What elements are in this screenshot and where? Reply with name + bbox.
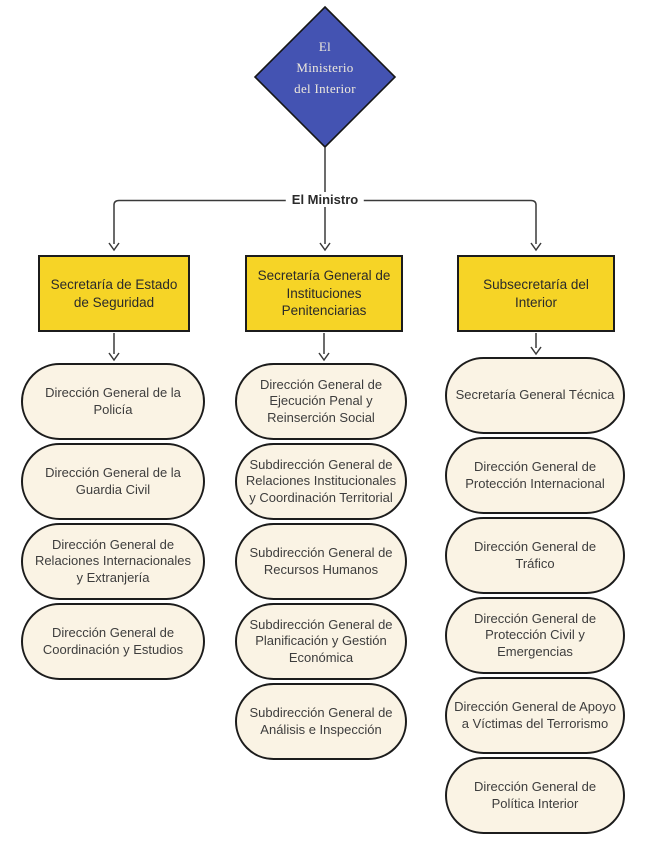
node-apoyo-victimas-terrorismo: Dirección General de Apoyo a Víctimas de… bbox=[445, 677, 625, 754]
arrowhead-left-nodes bbox=[108, 352, 120, 362]
node-policia: Dirección General de la Policía bbox=[21, 363, 205, 440]
node-politica-interior: Dirección General de Política Interior bbox=[445, 757, 625, 834]
node-guardia-civil: Dirección General de la Guardia Civil bbox=[21, 443, 205, 520]
node-relaciones-internacionales: Dirección General de Relaciones Internac… bbox=[21, 523, 205, 600]
node-secretaria-general-tecnica: Secretaría General Técnica bbox=[445, 357, 625, 434]
arrowhead-right-nodes bbox=[530, 346, 542, 356]
branch-box-estado-seguridad: Secretaría de Estado de Seguridad bbox=[38, 255, 190, 332]
node-proteccion-civil-emergencias: Dirección General de Protección Civil y … bbox=[445, 597, 625, 674]
column-estado-seguridad: Dirección General de la Policía Direcció… bbox=[21, 363, 205, 680]
root-node-label: El Ministerio del Interior bbox=[255, 36, 395, 99]
node-relaciones-institucionales: Subdirección General de Relaciones Insti… bbox=[235, 443, 407, 520]
node-coordinacion-estudios: Dirección General de Coordinación y Estu… bbox=[21, 603, 205, 680]
arrowhead-left-branch bbox=[108, 242, 120, 252]
node-recursos-humanos: Subdirección General de Recursos Humanos bbox=[235, 523, 407, 600]
node-trafico: Dirección General de Tráfico bbox=[445, 517, 625, 594]
branch-box-subsecretaria-interior: Subsecretaría del Interior bbox=[457, 255, 615, 332]
minister-label: El Ministro bbox=[285, 192, 365, 207]
branch-box-instituciones-penitenciarias: Secretaría General de Instituciones Peni… bbox=[245, 255, 403, 332]
node-analisis-inspeccion: Subdirección General de Análisis e Inspe… bbox=[235, 683, 407, 760]
arrowhead-middle-nodes bbox=[318, 352, 330, 362]
column-subsecretaria-interior: Secretaría General Técnica Dirección Gen… bbox=[445, 357, 625, 834]
root-label-line-1: El bbox=[318, 39, 332, 54]
arrowhead-right-branch bbox=[530, 242, 542, 252]
node-ejecucion-penal: Dirección General de Ejecución Penal y R… bbox=[235, 363, 407, 440]
root-label-line-3: del Interior bbox=[294, 81, 356, 97]
root-label-line-2: Ministerio bbox=[296, 60, 354, 76]
column-instituciones-penitenciarias: Dirección General de Ejecución Penal y R… bbox=[235, 363, 407, 760]
node-proteccion-internacional: Dirección General de Protección Internac… bbox=[445, 437, 625, 514]
node-planificacion-gestion: Subdirección General de Planificación y … bbox=[235, 603, 407, 680]
arrowhead-middle-branch bbox=[319, 242, 331, 252]
